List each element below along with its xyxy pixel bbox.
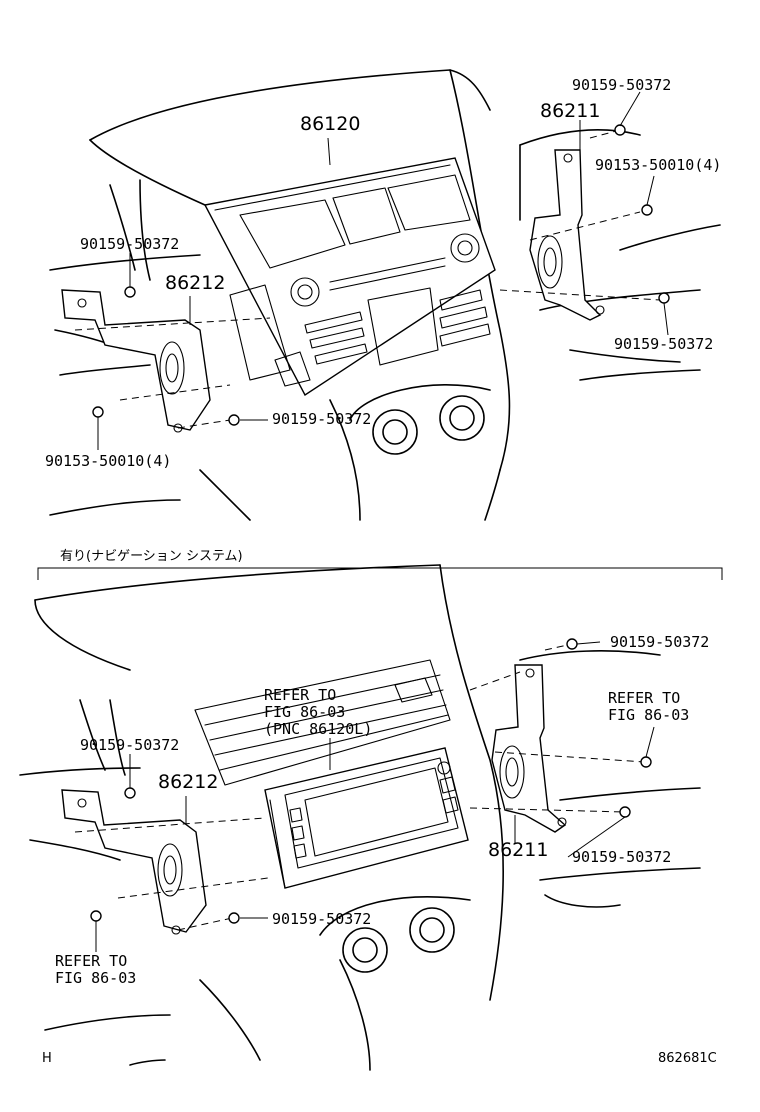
figure-number: 862681C (658, 1051, 717, 1066)
label-86211-bottom[interactable]: 86211 (488, 839, 549, 861)
bottom-navigation-unit (264, 747, 469, 889)
label-86212-top[interactable]: 86212 (165, 272, 226, 294)
bottom-bracket-86211 (491, 664, 567, 833)
label-86120[interactable]: 86120 (300, 113, 361, 135)
label-screw-top-left[interactable]: 90159-50372 (80, 235, 180, 253)
label-screw-bottom-top-right[interactable]: 90159-50372 (610, 633, 710, 651)
top-audio-head-unit (203, 157, 496, 397)
bottom-dashed-assembly-lines (74, 643, 646, 945)
label-bolt-top-right[interactable]: 90153-50010(4) (595, 156, 722, 174)
label-refer-left[interactable]: REFER TO FIG 86-03 (55, 952, 137, 987)
section-header-navigation-system: 有り(ナビゲーション システム) (60, 549, 243, 564)
top-dashboard-outline (49, 69, 721, 521)
bottom-dashboard-outline (19, 564, 701, 1071)
label-bolt-top-left[interactable]: 90153-50010(4) (45, 452, 172, 470)
bottom-console-knobs (319, 896, 471, 973)
top-bracket-86211 (529, 149, 605, 321)
footer-left-marker: H (42, 1051, 52, 1066)
top-console-knobs (349, 384, 491, 455)
label-screw-top-right[interactable]: 90159-50372 (572, 76, 672, 94)
label-86212-bottom[interactable]: 86212 (158, 771, 219, 793)
label-refer-right[interactable]: REFER TO FIG 86-03 (608, 689, 690, 724)
label-screw-bottom-right[interactable]: 90159-50372 (572, 848, 672, 866)
bottom-leader-lines (95, 641, 655, 952)
top-bracket-86212 (61, 289, 211, 433)
label-86211-top[interactable]: 86211 (540, 100, 601, 122)
label-screw-top-bottom[interactable]: 90159-50372 (272, 410, 372, 428)
label-screw-top-right-lower[interactable]: 90159-50372 (614, 335, 714, 353)
bottom-air-vent (194, 659, 451, 786)
label-screw-bottom-bottom[interactable]: 90159-50372 (272, 910, 372, 928)
bottom-bracket-86212 (61, 789, 207, 935)
top-leader-lines (97, 91, 669, 450)
section-divider-line (37, 567, 723, 580)
label-refer-center[interactable]: REFER TO FIG 86-03 (PNC 86120L) (264, 686, 373, 738)
label-screw-bottom-left[interactable]: 90159-50372 (80, 736, 180, 754)
